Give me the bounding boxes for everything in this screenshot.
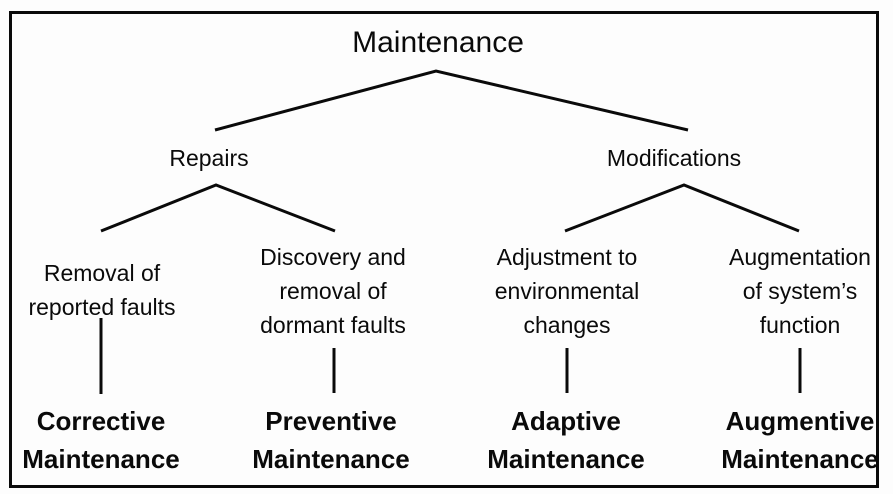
node-line: dormant faults [260,312,406,338]
diagram-border [9,11,879,488]
node-augmentation-system-function: Augmentation of system’s function [729,240,871,342]
branch-modifications-to-children [564,183,800,233]
node-line: Augmentation [729,244,871,270]
node-line: reported faults [28,294,176,320]
node-line: Adjustment to [496,244,638,270]
node-line: Augmentive [725,406,875,436]
node-preventive-maintenance: Preventive Maintenance [252,402,410,478]
node-line: removal of [279,278,387,304]
node-corrective-maintenance: Corrective Maintenance [22,402,180,478]
node-maintenance-root: Maintenance [352,26,524,59]
branch-repairs-to-children [100,183,336,233]
node-line: environmental [494,278,640,304]
node-line: of system’s [742,278,858,304]
node-line: changes [523,312,611,338]
node-line: Maintenance [22,444,180,474]
node-line: Discovery and [260,244,406,270]
node-discovery-dormant-faults: Discovery and removal of dormant faults [260,240,406,342]
node-augmentive-maintenance: Augmentive Maintenance [721,402,879,478]
branch-root-to-level2 [214,69,689,132]
node-adjustment-environmental-changes: Adjustment to environmental changes [495,240,639,342]
node-line: function [759,312,841,338]
node-line: Removal of [43,260,161,286]
node-removal-reported-faults: Removal of reported faults [28,256,175,324]
node-line: Maintenance [721,444,879,474]
node-line: Maintenance [252,444,410,474]
node-line: Corrective [36,406,166,436]
node-repairs: Repairs [169,145,249,171]
node-line: Maintenance [487,444,645,474]
node-line: Adaptive [511,406,621,436]
node-modifications: Modifications [606,145,742,171]
node-line: Preventive [265,406,397,436]
node-adaptive-maintenance: Adaptive Maintenance [487,402,645,478]
